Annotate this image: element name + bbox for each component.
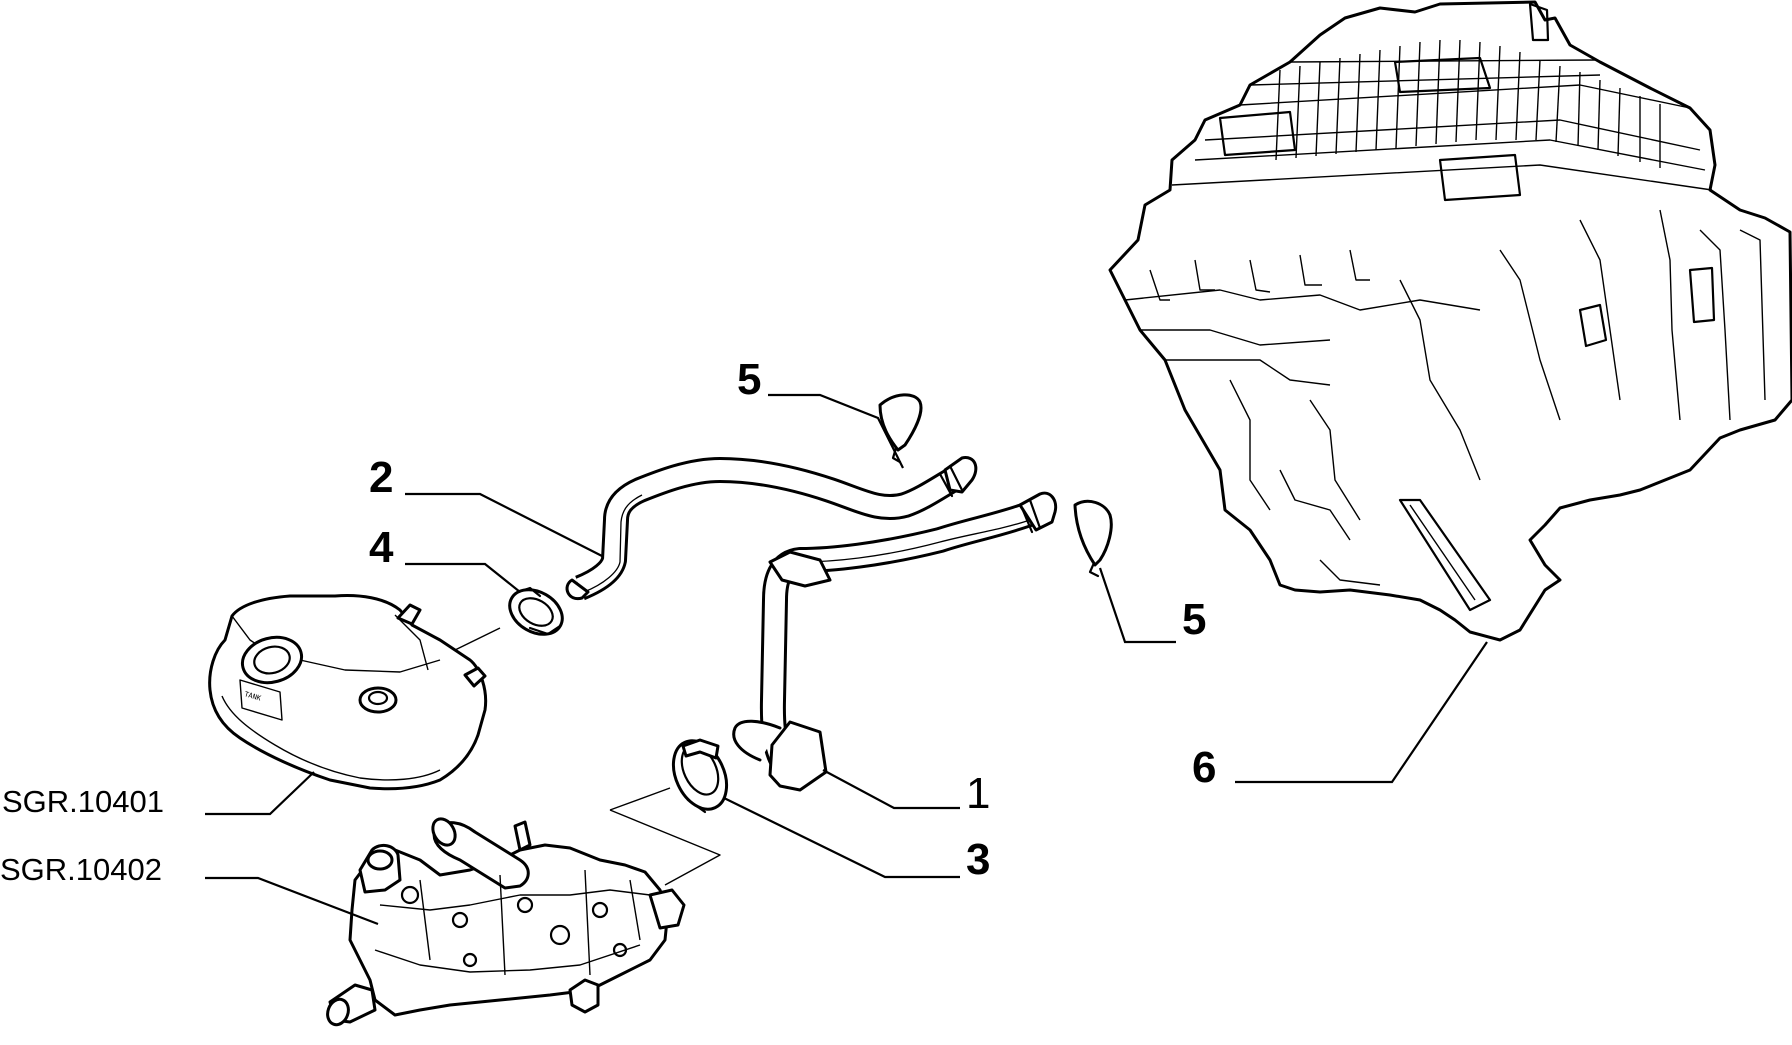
thermostat-housing[interactable] [324,815,686,1028]
heater-unit-part-6[interactable] [1108,0,1792,642]
heater-pipe-part-1[interactable] [732,491,1058,792]
callout-5-upper: 5 [737,355,761,404]
expansion-tank[interactable]: TANK [208,594,488,791]
callout-5-lower: 5 [1182,595,1206,644]
callout-2: 2 [369,453,393,502]
hose-clamp-part-4[interactable] [502,581,570,644]
callout-labels: 5 2 4 5 6 1 3 SGR.10401 SGR.10402 [0,355,1216,887]
clip-part-5-lower[interactable] [1073,499,1113,578]
reference-sgr-10401: SGR.10401 [2,784,164,819]
callout-6: 6 [1192,743,1216,792]
reference-sgr-10402: SGR.10402 [0,852,162,887]
hose-clamp-part-3[interactable] [663,732,737,818]
heater-hose-part-2[interactable] [565,456,978,601]
callout-1: 1 [966,769,990,818]
callout-3: 3 [966,835,990,884]
leader-lines [205,393,1488,926]
clip-part-5-upper[interactable] [878,393,923,464]
assembly-lines [454,627,721,886]
callout-4: 4 [369,523,394,572]
